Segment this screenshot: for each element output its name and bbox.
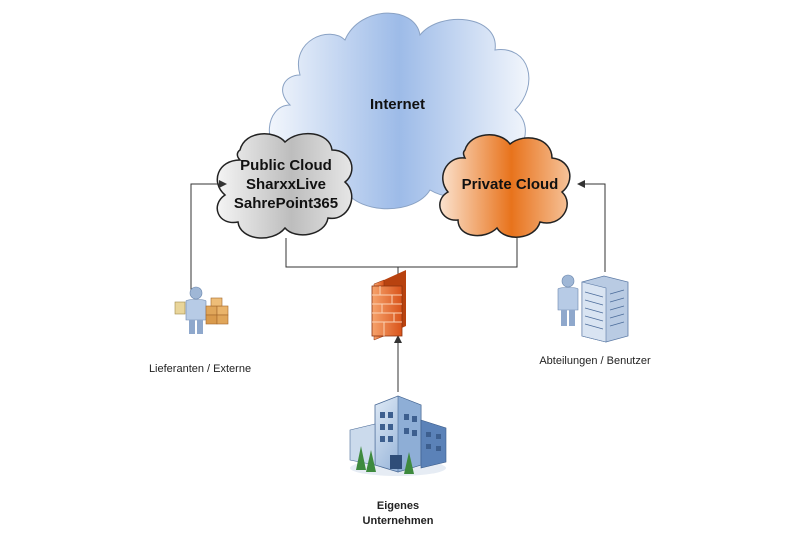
public-cloud [216,132,353,239]
private-cloud [439,134,571,238]
office-building-icon [349,395,447,476]
suppliers-label: Lieferanten / Externe [148,363,252,375]
company-label-line-2: Unternehmen [362,515,434,527]
public-cloud-line-3: SahrePoint365 [233,195,339,212]
departments-to-private-arrow [577,180,606,272]
departments-label: Abteilungen / Benutzer [539,355,651,367]
public-cloud-title: Public Cloud [240,157,332,174]
firewall-icon [371,270,406,341]
supplier-to-public-arrow [190,180,227,290]
company-label-line-1: Eigenes [376,500,420,512]
internet-label: Internet [369,96,425,113]
company-label: Eigenes Unternehmen [348,499,448,529]
public-cloud-line-2: SharxxLive [245,176,327,193]
cloud-bus-connector [285,238,518,268]
private-cloud-label: Private Cloud [461,176,559,193]
server-person-icon [557,274,629,343]
supplier-person-icon [174,286,229,334]
connector-lines [190,180,606,392]
public-cloud-label: Public Cloud SharxxLive SahrePoint365 [220,156,352,213]
